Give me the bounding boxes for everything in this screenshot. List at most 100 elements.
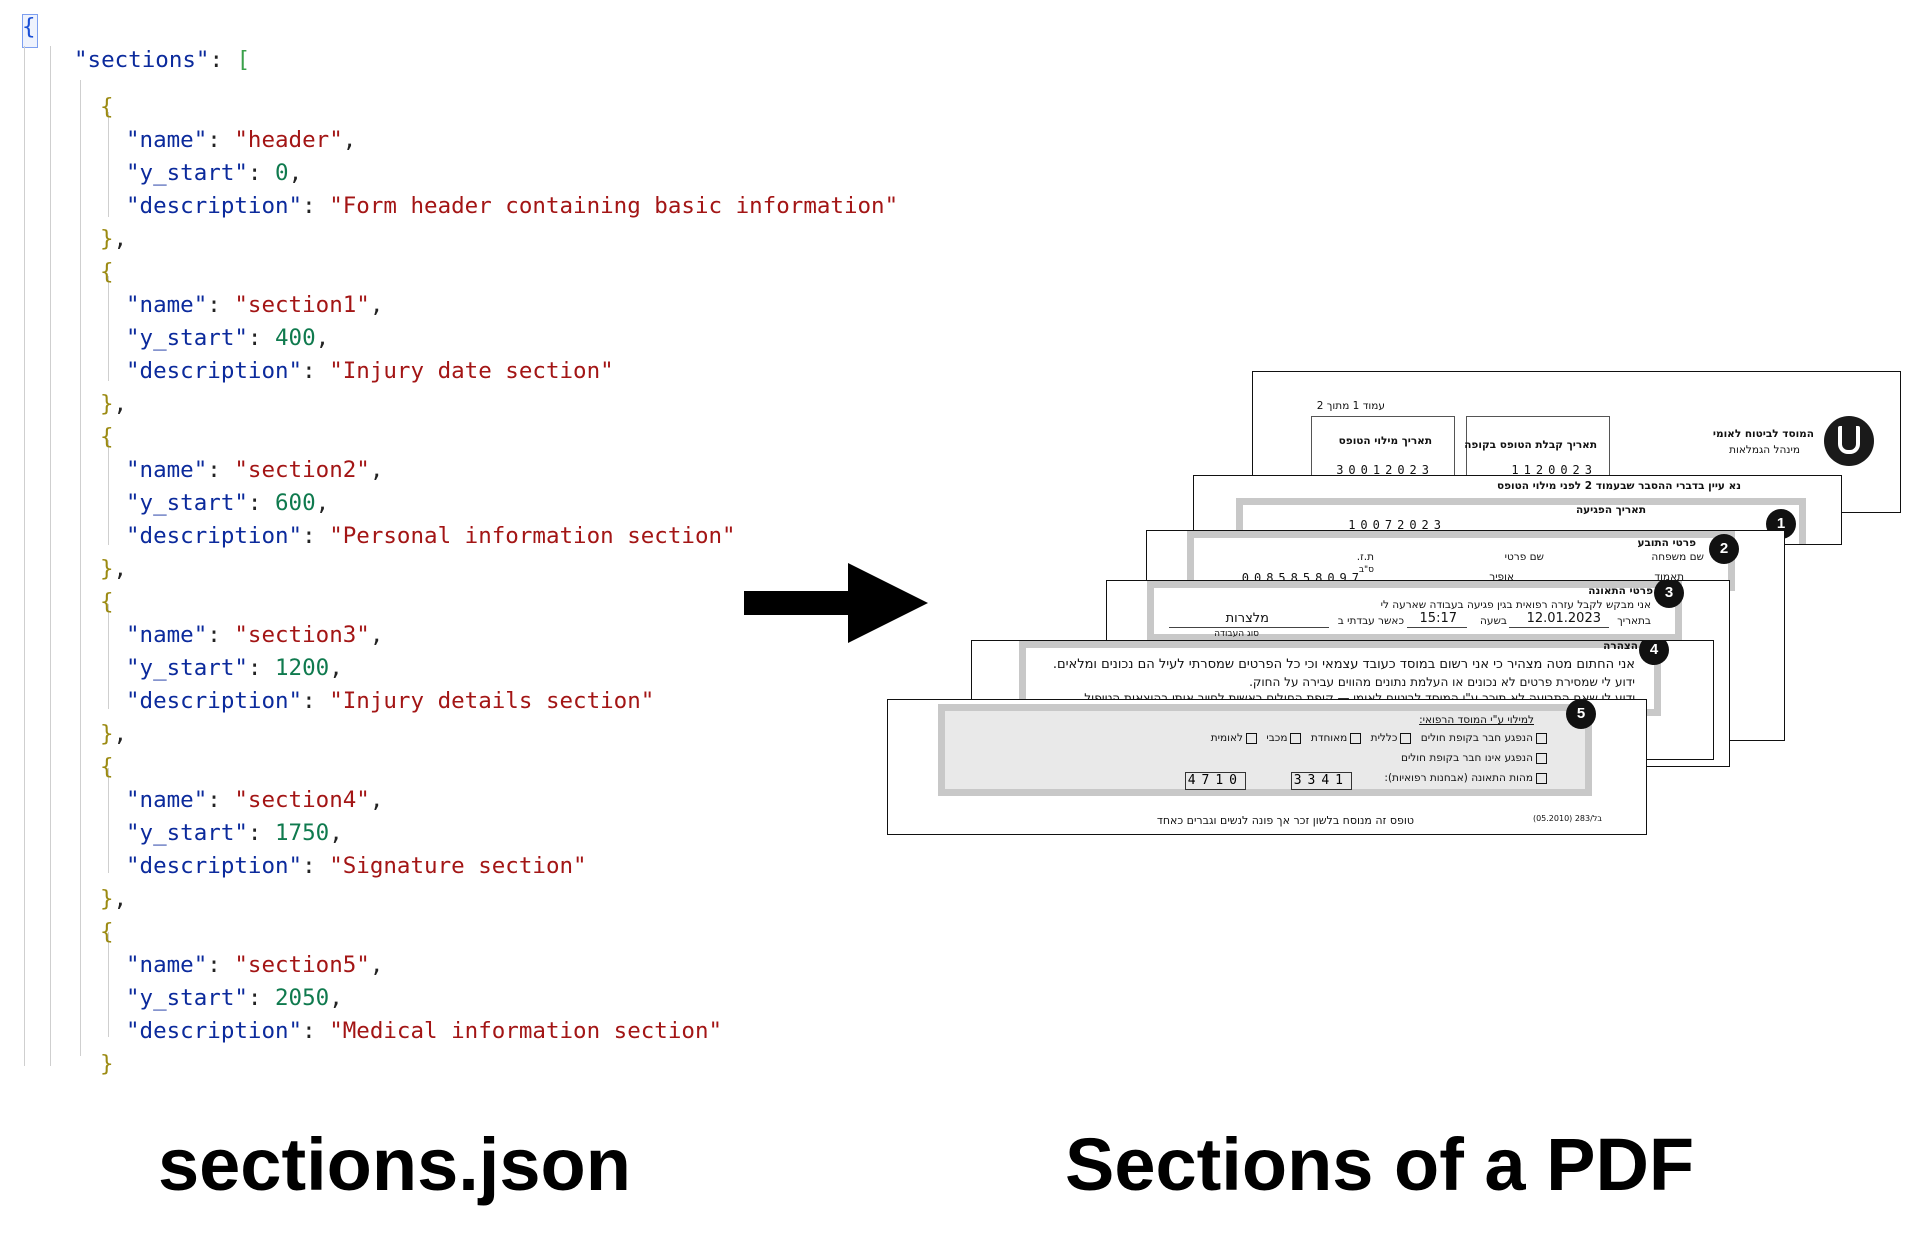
entry-description-line: "description": "Form header containing b…: [126, 193, 899, 219]
not-member-label: הנפגע אינו חבר בקופת חולים: [1400, 752, 1533, 764]
section5-frame: [938, 704, 1592, 796]
indent-guide: [24, 46, 25, 1066]
entry-open-brace: {: [100, 259, 114, 285]
section3-frame: [1147, 581, 1682, 641]
entry-name-value: "section4": [234, 787, 370, 813]
entry-y-start-line: "y_start": 1750,: [126, 820, 343, 846]
work-value: מלצרות: [1225, 611, 1269, 626]
entry-y-start-value: 1750: [275, 820, 330, 846]
section4-line1: אני החתום מטה מצהיר כי אני רשום במוסד כע…: [1052, 657, 1635, 672]
org-name: המוסד לביטוח לאומי: [1712, 428, 1814, 440]
diagnosis-code-b: 4710: [1184, 772, 1246, 790]
work-label: כאשר עבדתי ב: [1337, 615, 1404, 627]
section2-badge: 2: [1709, 534, 1739, 564]
entry-open-brace: {: [100, 919, 114, 945]
receipt-date-label: תאריך קבלת הטופס בקופה: [1464, 439, 1597, 451]
clalit-label: כללית: [1370, 732, 1398, 744]
diagnosis-code-a: 3341: [1290, 772, 1352, 790]
entry-close-brace: }: [100, 1051, 114, 1077]
fill-date-label: תאריך מילוי הטופס: [1338, 435, 1432, 447]
entry-name-value: "section3": [234, 622, 370, 648]
section5-footer: טופס זה מנוסח בלשון זכר אך פונה לנשים וג…: [1156, 814, 1414, 827]
time-value: 15:17: [1419, 611, 1457, 626]
entry-close-brace: },: [100, 721, 128, 747]
entry-description-value: "Injury date section": [329, 358, 614, 384]
entry-open-brace: {: [100, 589, 114, 615]
entry-description-line: "description": "Injury details section": [126, 688, 655, 714]
fill-date-box: תאריך מילוי הטופס 30012023: [1311, 416, 1455, 478]
json-code-panel: { "sections": [ { "name": "header", "y_sta…: [0, 0, 900, 1077]
org-logo: [1824, 416, 1874, 466]
entry-y-start-value: 2050: [275, 985, 330, 1011]
arrow-head: [848, 563, 928, 643]
leumit-label: לאומית: [1210, 732, 1244, 744]
entry-name-value: "section1": [234, 292, 370, 318]
form-id: בל/283 (05.2010): [1532, 814, 1602, 823]
indent-guide: [108, 276, 109, 381]
date-label: בתאריך: [1617, 615, 1651, 627]
work-type-label: סוג העבודה: [1214, 629, 1259, 639]
member-label: הנפגע חבר בקופת חולים: [1420, 732, 1533, 744]
entry-name-value: "header": [234, 127, 343, 153]
not-member-row: הנפגע אינו חבר בקופת חולים: [1401, 752, 1550, 764]
leumit-checkbox-icon: [1246, 732, 1258, 744]
entry-name-value: "section5": [234, 952, 370, 978]
entry-y-start-line: "y_start": 1200,: [126, 655, 343, 681]
entry-open-brace: {: [100, 424, 114, 450]
indent-guide: [50, 46, 51, 1066]
section1-frame: [1236, 498, 1806, 544]
not-member-checkbox-icon: [1536, 752, 1547, 764]
sections-key-line: "sections": [: [74, 47, 251, 73]
caption-sections-json: sections.json: [158, 1123, 631, 1206]
entry-name-line: "name": "section2",: [126, 457, 384, 483]
work-underline: [1169, 627, 1329, 628]
caption-sections-of-pdf: Sections of a PDF: [1065, 1123, 1695, 1206]
entry-description-line: "description": "Signature section": [126, 853, 587, 879]
id-label: ת.ז.: [1356, 551, 1374, 563]
section3-badge: 3: [1654, 581, 1684, 608]
entry-name-line: "name": "section5",: [126, 952, 384, 978]
member-row: הנפגע חבר בקופת חולים כללית מאוחדת מכבי …: [1211, 732, 1550, 744]
diagnosis-checkbox-icon: [1536, 772, 1547, 784]
maccabi-checkbox-icon: [1290, 732, 1302, 744]
maccabi-label: מכבי: [1266, 732, 1288, 744]
open-brace: {: [22, 14, 36, 40]
entry-description-value: "Signature section": [329, 853, 587, 879]
entry-description-line: "description": "Medical information sect…: [126, 1018, 723, 1044]
arrow-shaft: [744, 591, 854, 615]
meuhedet-checkbox-icon: [1350, 732, 1362, 744]
indent-guide: [108, 604, 109, 709]
entry-close-brace: },: [100, 886, 128, 912]
time-underline: [1407, 627, 1467, 628]
member-checkbox-icon: [1536, 732, 1547, 744]
entry-description-line: "description": "Injury date section": [126, 358, 614, 384]
cs-label: ס"ב: [1358, 565, 1374, 575]
last-name-label: שם משפחה: [1651, 551, 1704, 563]
section1-title: תאריך הפגיעה: [1575, 504, 1646, 516]
entry-open-brace: {: [100, 94, 114, 120]
entry-y-start-line: "y_start": 0,: [126, 160, 303, 186]
entry-name-line: "name": "header",: [126, 127, 357, 153]
page-label: עמוד 1 מתוך 2: [1316, 400, 1385, 412]
section5-badge: 5: [1566, 700, 1596, 729]
entry-name-line: "name": "section3",: [126, 622, 384, 648]
section4-title: הצהרה: [1603, 640, 1638, 652]
date-underline: [1509, 627, 1609, 628]
entry-description-line: "description": "Personal information sec…: [126, 523, 736, 549]
receipt-date-box: תאריך קבלת הטופס בקופה 1120023: [1464, 416, 1610, 478]
entry-close-brace: },: [100, 391, 128, 417]
first-name-label: שם פרטי: [1504, 551, 1544, 563]
entry-y-start-line: "y_start": 2050,: [126, 985, 343, 1011]
diagnosis-row: מהות התאונה (אבחנות רפואיות):: [1384, 772, 1550, 784]
indent-guide: [108, 112, 109, 217]
section4-line2: ידוע לי שמסירת פרטים לא נכונים או העלמת …: [1249, 675, 1635, 689]
entry-y-start-line: "y_start": 400,: [126, 325, 330, 351]
section3-title: פרטי התאונה: [1588, 585, 1653, 597]
entry-name-value: "section2": [234, 457, 370, 483]
entry-open-brace: {: [100, 754, 114, 780]
cursor-highlight: [22, 14, 38, 48]
entry-y-start-value: 1200: [275, 655, 330, 681]
entry-y-start-value: 0: [275, 160, 289, 186]
entry-description-value: "Injury details section": [329, 688, 655, 714]
entry-name-line: "name": "section1",: [126, 292, 384, 318]
